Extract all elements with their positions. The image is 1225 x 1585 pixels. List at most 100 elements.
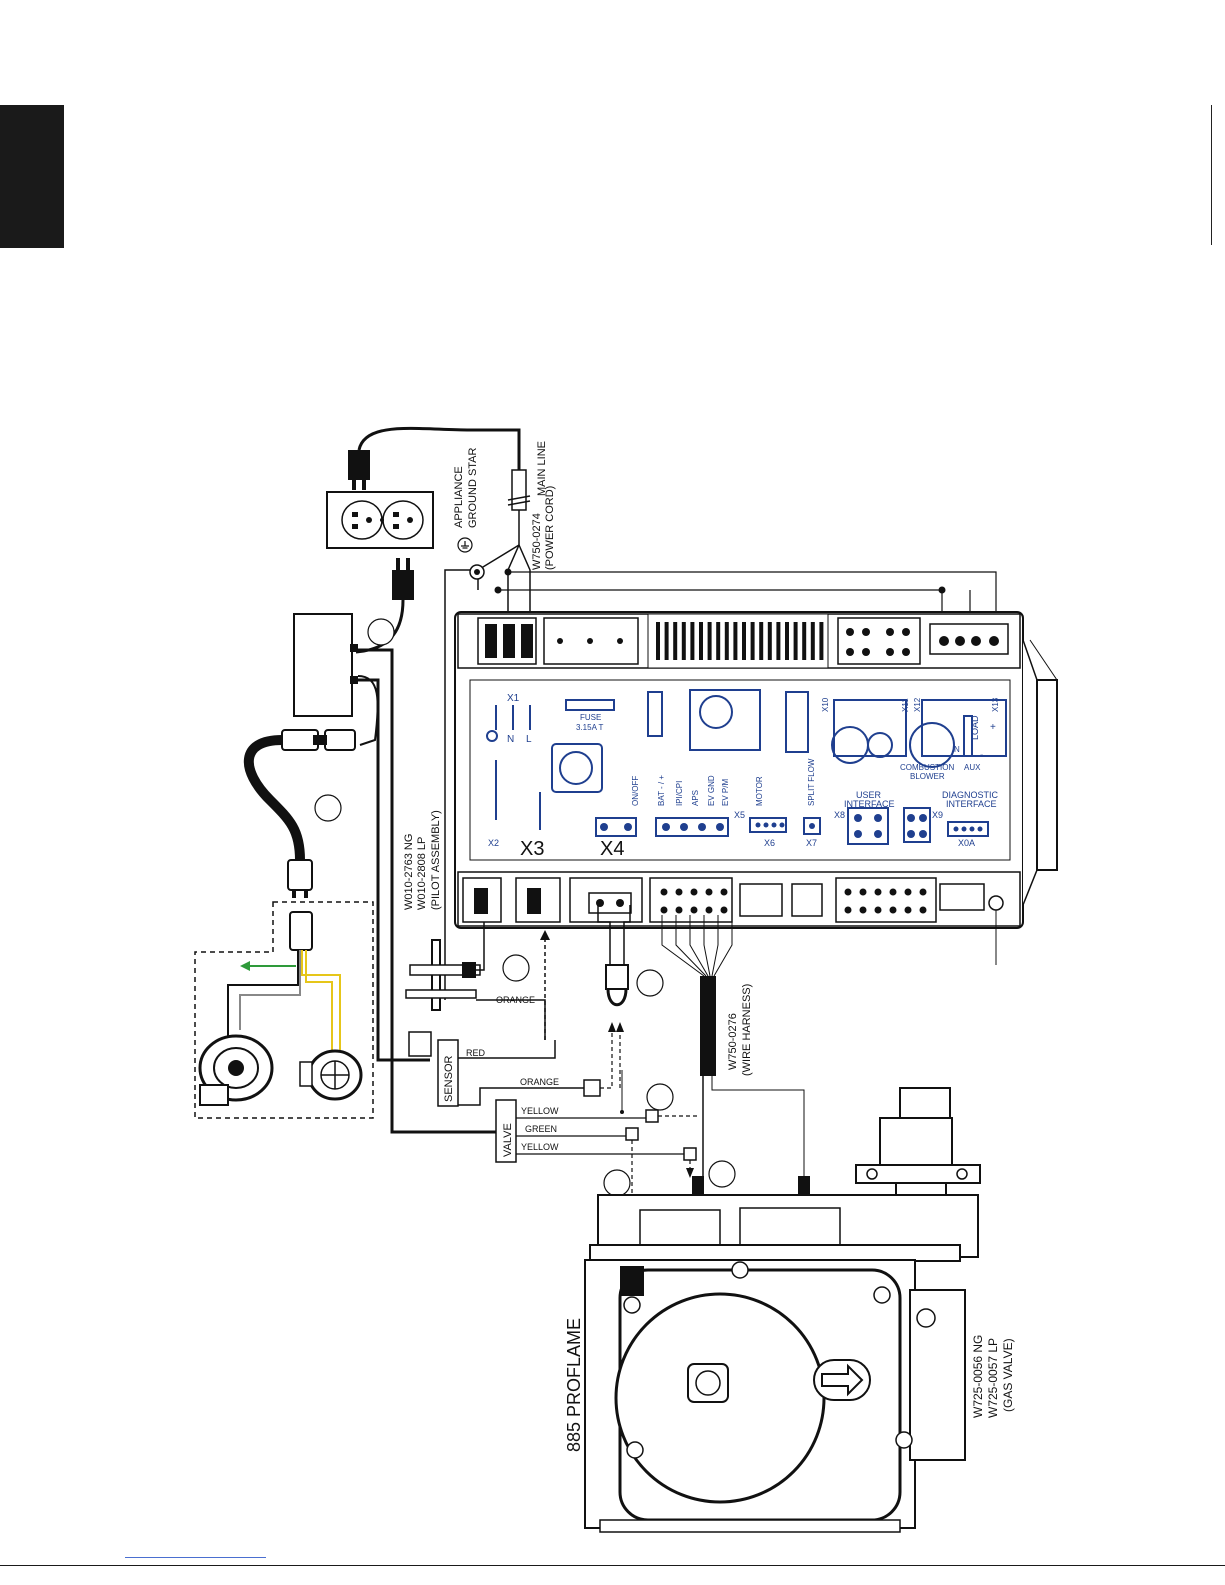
x5-pin <box>705 906 713 914</box>
bottom-pin <box>904 906 912 914</box>
vent-slot <box>802 622 807 660</box>
wire-label-orange-sensor: ORANGE <box>520 1077 559 1087</box>
vent-slot <box>681 622 686 660</box>
vent-slot <box>759 622 764 660</box>
control-board: X1 N L FUSE 3.15A T X2 X3 X4 ON/OFF BAT … <box>454 611 1058 965</box>
right-margin-rule <box>1211 105 1212 245</box>
svg-text:X12: X12 <box>913 697 922 712</box>
vent-slot <box>785 622 789 660</box>
board-on-off: ON/OFF <box>631 776 640 806</box>
valve-label: VALVE <box>502 1123 514 1157</box>
harness-label: (WIRE HARNESS) <box>741 984 753 1076</box>
bottom-pin <box>919 888 927 896</box>
svg-text:LOAD: LOAD <box>970 715 980 740</box>
harness-wire <box>675 915 707 977</box>
bottom-pin <box>919 906 927 914</box>
board-split-flow: SPLIT FLOW <box>807 758 816 806</box>
svg-text:IPI/CPI: IPI/CPI <box>675 781 684 806</box>
vent-slot <box>707 622 712 660</box>
vent-slot <box>793 622 798 660</box>
x5-pin <box>660 888 668 896</box>
svg-text:W725-0056 NG: W725-0056 NG <box>971 1335 985 1418</box>
board-diag-2: INTERFACE <box>946 799 997 809</box>
svg-text:VALVE: VALVE <box>502 1123 514 1157</box>
harness-wire <box>661 915 705 977</box>
ground-star-label: GROUND STAR <box>467 447 479 528</box>
board-x10: X10 <box>821 697 830 712</box>
svg-text:885 PROFLAME: 885 PROFLAME <box>564 1318 584 1452</box>
wire-label-orange-pilot: ORANGE <box>496 995 535 1005</box>
board-user-1: USER <box>856 790 882 800</box>
valve-lp-label: W725-0057 LP <box>986 1338 1000 1418</box>
svg-text:W750-0274: W750-0274 <box>531 513 543 570</box>
sensor-block <box>408 1031 556 1107</box>
svg-text:GROUND STAR: GROUND STAR <box>467 447 479 528</box>
pilot-lp-label: W010-2808 LP <box>416 837 428 910</box>
board-bat: BAT - / + <box>657 775 666 806</box>
vent-slot <box>656 622 660 660</box>
junction-box <box>293 613 500 1134</box>
gas-valve <box>584 1087 981 1533</box>
svg-text:X10: X10 <box>821 697 830 712</box>
svg-text:W010-2808 LP: W010-2808 LP <box>416 837 428 910</box>
board-ev-gnd: EV GND <box>707 775 716 806</box>
board-ev-pm: EV P/M <box>721 779 730 806</box>
board-aux: AUX <box>964 763 981 772</box>
svg-text:(WIRE HARNESS): (WIRE HARNESS) <box>741 984 753 1076</box>
valve-ng-label: W725-0056 NG <box>971 1335 985 1418</box>
blower-harness <box>243 729 356 898</box>
bottom-pin <box>904 888 912 896</box>
pilot-ng-label: W010-2763 NG <box>403 834 415 910</box>
wire-label-yellow-1: YELLOW <box>521 1106 559 1116</box>
bottom-pin <box>844 906 852 914</box>
board-fuse-rating: 3.15A T <box>576 723 604 732</box>
appliance-label: APPLIANCE <box>453 466 465 528</box>
board-user-2: INTERFACE <box>844 799 895 809</box>
vent-slot <box>699 622 703 660</box>
vent-slot <box>767 622 772 660</box>
board-plus: + <box>990 722 996 733</box>
vent-slot <box>673 622 678 660</box>
board-x6: X6 <box>764 838 775 848</box>
pilot-assembly <box>405 922 550 1040</box>
svg-text:W725-0057 LP: W725-0057 LP <box>986 1338 1000 1418</box>
vent-slot <box>750 622 755 660</box>
board-load: LOAD <box>970 715 980 740</box>
svg-text:ON/OFF: ON/OFF <box>631 776 640 806</box>
svg-text:X13: X13 <box>991 697 1000 712</box>
harness-wire <box>689 915 709 977</box>
bottom-pin <box>874 888 882 896</box>
page-side-tab <box>0 105 64 248</box>
footer-rule <box>0 1565 1225 1566</box>
svg-text:MAIN LINE: MAIN LINE <box>536 441 548 496</box>
board-n2: N <box>954 745 960 754</box>
vent-slot <box>664 622 669 660</box>
svg-text:SENSOR: SENSOR <box>443 1055 455 1102</box>
svg-text:MOTOR: MOTOR <box>755 776 764 806</box>
blower-enclosure <box>194 901 374 1119</box>
plug-top <box>348 426 521 490</box>
vent-slot <box>724 622 729 660</box>
outlet <box>326 491 434 549</box>
x5-pin <box>675 888 683 896</box>
power-cord <box>444 469 997 1000</box>
svg-text:(POWER CORD): (POWER CORD) <box>544 486 556 570</box>
svg-text:APS: APS <box>691 790 700 806</box>
harness-wire <box>703 915 711 977</box>
board-n: N <box>507 734 514 745</box>
board-x2: X2 <box>488 838 499 848</box>
svg-text:(PILOT ASSEMBLY): (PILOT ASSEMBLY) <box>430 810 442 910</box>
power-cord-part-label: W750-0274 <box>531 513 543 570</box>
board-x12: X12 <box>913 697 922 712</box>
vent-slot <box>716 622 721 660</box>
wire-label-green: GREEN <box>525 1124 557 1134</box>
bottom-pin <box>859 888 867 896</box>
sensor-wire <box>458 905 664 1106</box>
valve-block <box>495 1070 736 1296</box>
board-x1: X1 <box>507 693 520 704</box>
wire-label-red: RED <box>466 1048 486 1058</box>
bottom-pin <box>859 906 867 914</box>
vent-slot <box>819 622 824 660</box>
x5-pin <box>690 906 698 914</box>
